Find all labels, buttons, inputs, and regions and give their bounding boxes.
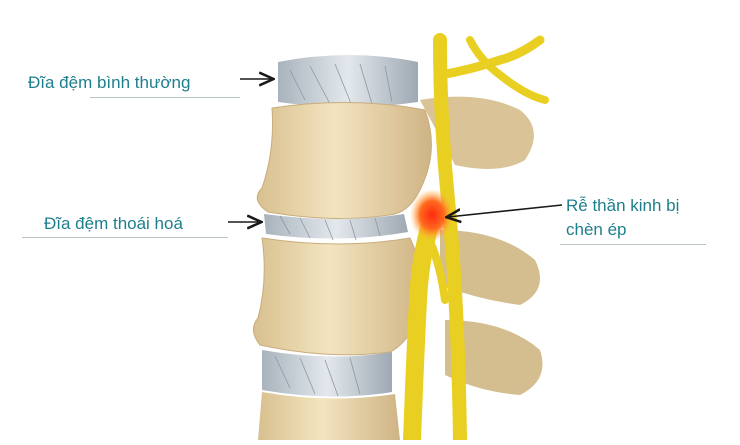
underline-nerve-root xyxy=(560,244,706,245)
underline-normal-disc xyxy=(90,97,240,98)
upper-vertebra xyxy=(256,101,432,220)
spinal-nerves xyxy=(403,33,549,445)
compression-hotspot xyxy=(410,189,454,241)
lowest-vertebra xyxy=(258,392,400,440)
arrow-nerve-root xyxy=(448,204,563,217)
label-normal-disc: Đĩa đệm bình thường xyxy=(28,73,191,92)
label-nerve-root-line1: Rễ thần kinh bị xyxy=(566,196,680,215)
bottom-disc-shape xyxy=(262,350,392,397)
underline-degenerated-disc xyxy=(22,237,228,238)
label-nerve-root-line2: chèn ép xyxy=(566,220,627,239)
normal-disc-shape xyxy=(278,55,418,107)
label-degenerated-disc: Đĩa đệm thoái hoá xyxy=(44,214,183,233)
degenerated-disc-shape xyxy=(264,214,408,241)
lower-vertebra xyxy=(253,237,423,356)
